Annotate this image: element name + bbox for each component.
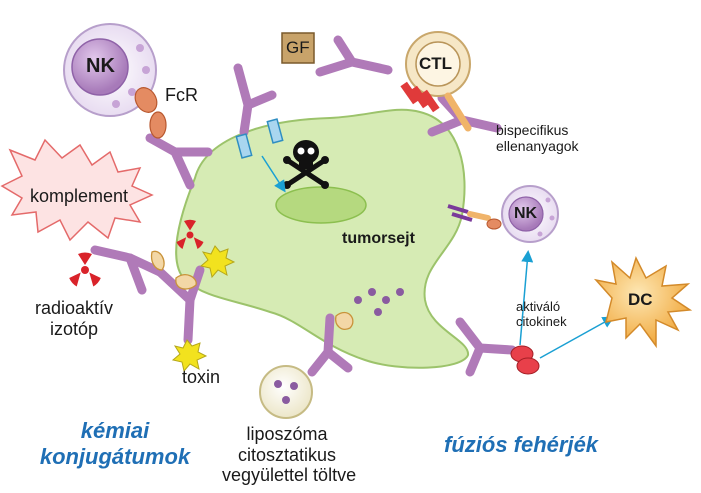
tumor-cell bbox=[175, 108, 469, 369]
linker bbox=[335, 311, 354, 330]
gf-label: GF bbox=[286, 38, 310, 57]
antibody-top bbox=[233, 63, 277, 137]
nk-top-label: NK bbox=[86, 55, 115, 77]
arrow-icon bbox=[519, 250, 534, 346]
nk-cell-right bbox=[501, 185, 559, 243]
fusion-proteins-label: fúziós fehérjék bbox=[444, 432, 599, 457]
toxin-label: toxin bbox=[182, 367, 221, 387]
dc-label: DC bbox=[628, 290, 653, 309]
ctl-receptor bbox=[400, 81, 472, 132]
chemical-line1: kémiai bbox=[80, 418, 150, 443]
liposome-line1: liposzóma bbox=[246, 424, 328, 444]
bispecific-line2: ellenanyagok bbox=[496, 138, 579, 155]
tumor-nucleus bbox=[275, 186, 367, 224]
fcr-label: FcR bbox=[165, 85, 198, 105]
gf-box bbox=[281, 32, 315, 64]
cytokine bbox=[510, 345, 540, 375]
liposome-label: liposzóma citosztatikus vegyülettel tölt… bbox=[222, 424, 357, 486]
fcr-receptor bbox=[134, 87, 167, 139]
radioactive-line1: radioaktív bbox=[35, 298, 114, 318]
radioactive-line2: izotóp bbox=[50, 318, 99, 339]
bispecific-small bbox=[447, 204, 502, 230]
arrow-icon bbox=[261, 155, 286, 193]
radiation-icon bbox=[176, 219, 204, 249]
radioactive-label: radioaktív izotóp bbox=[35, 298, 113, 339]
ctl-label: CTL bbox=[419, 54, 453, 73]
liposome-line3: vegyülettel töltve bbox=[222, 465, 357, 486]
dendritic-cell bbox=[593, 255, 693, 349]
liposome bbox=[259, 365, 313, 419]
antibody-fusion bbox=[455, 317, 517, 377]
arrow-icon bbox=[539, 316, 615, 359]
drug-block bbox=[235, 133, 253, 159]
nk-cell-top bbox=[63, 23, 157, 117]
bispecific-line1: bispecifikus bbox=[496, 122, 569, 138]
antibody-left bbox=[90, 245, 165, 295]
ctl-cell bbox=[405, 31, 471, 97]
bispecific-label: bispecifikus ellenanyagok bbox=[496, 122, 579, 154]
komplement-label: komplement bbox=[30, 186, 129, 206]
tumor-label: tumorsejt bbox=[342, 230, 415, 247]
drug-dots bbox=[354, 288, 404, 316]
drug-block bbox=[266, 118, 284, 144]
linker bbox=[150, 250, 165, 271]
chemical-conjugates-label: kémiai konjugátumok bbox=[20, 418, 210, 471]
cytokine-line1: aktiváló bbox=[516, 299, 561, 314]
chemical-line2: konjugátumok bbox=[39, 444, 191, 470]
cytokine-line2: citokinek bbox=[516, 313, 567, 329]
komplement-burst bbox=[0, 138, 154, 242]
skull-crossbones-icon bbox=[283, 140, 329, 189]
linker bbox=[175, 274, 197, 290]
nk-right-label: NK bbox=[514, 205, 538, 222]
explosion-icon bbox=[171, 339, 208, 373]
liposome-line2: citosztatikus bbox=[237, 444, 337, 465]
antibody-gf bbox=[315, 35, 393, 77]
explosion-icon bbox=[199, 245, 236, 279]
radiation-icon bbox=[69, 252, 101, 287]
antibody-lipo bbox=[307, 313, 353, 377]
cytokine-label: aktiváló citokinek bbox=[516, 299, 567, 330]
antibody-fcr bbox=[145, 133, 213, 190]
